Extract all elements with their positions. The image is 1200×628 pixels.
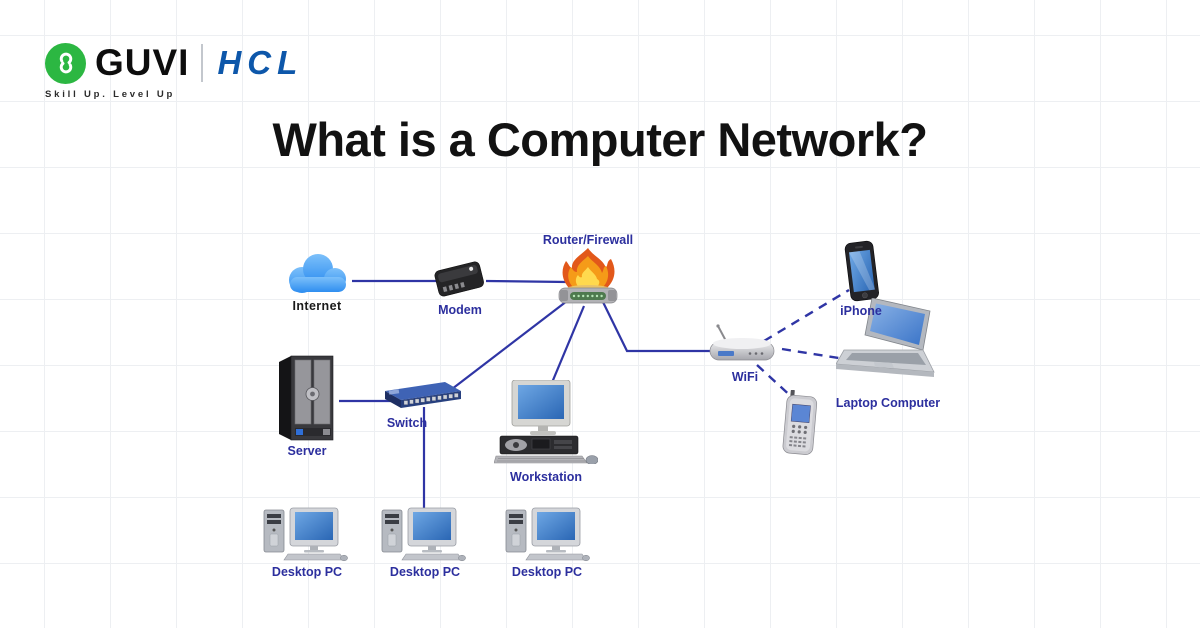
desktop-pc-label-2: Desktop PC (389, 565, 461, 579)
switch-label: Switch (386, 416, 428, 430)
link-router-workstation (549, 305, 586, 386)
iphone-icon (844, 240, 879, 302)
page-title: What is a Computer Network? (272, 113, 928, 166)
wifi-access-point-icon (709, 324, 775, 361)
node-pda (780, 389, 822, 461)
guvi-link-glyph-icon (59, 52, 72, 74)
guvi-logo-icon (45, 42, 86, 84)
modem-label: Modem (438, 303, 482, 317)
node-workstation (493, 379, 599, 469)
firewall-flame-router-icon (558, 248, 618, 304)
node-switch (381, 380, 463, 419)
node-modem (428, 254, 490, 307)
hcl-wordmark: HCL (217, 44, 304, 81)
node-router-firewall (557, 246, 619, 311)
guvi-wordmark: GUVI (95, 42, 190, 83)
node-server (275, 354, 339, 447)
node-internet (278, 250, 356, 305)
desktop-pc-label-3: Desktop PC (511, 565, 583, 579)
server-tower-icon (279, 355, 334, 441)
desktop-pc-icon (381, 507, 466, 562)
workstation-icon (493, 379, 599, 465)
link-modem-router (485, 279, 568, 284)
workstation-label: Workstation (510, 470, 582, 484)
brand-tagline: Skill Up. Level Up (45, 89, 176, 100)
node-desktop-pc-2 (380, 506, 466, 569)
laptop-label: Laptop Computer (835, 396, 941, 410)
router-firewall-label: Router/Firewall (542, 233, 634, 247)
pda-phone-icon (782, 389, 818, 455)
modem-icon (434, 261, 484, 297)
wifi-label: WiFi (731, 370, 759, 384)
internet-label: Internet (292, 299, 342, 313)
node-laptop (835, 297, 938, 399)
iphone-label: iPhone (840, 304, 882, 318)
server-label: Server (287, 444, 327, 458)
brand-header: GUVI HCL Skill Up. Level Up (45, 42, 303, 100)
node-desktop-pc-3 (504, 506, 590, 569)
switch-icon (385, 382, 461, 408)
node-iphone (842, 240, 882, 309)
internet-cloud-icon (289, 254, 346, 293)
laptop-icon (835, 297, 935, 377)
desktop-pc-icon (263, 507, 348, 562)
desktop-pc-label-1: Desktop PC (271, 565, 343, 579)
brand-divider (201, 44, 204, 82)
node-wifi (706, 324, 780, 373)
desktop-pc-icon (505, 507, 590, 562)
node-desktop-pc-1 (262, 506, 348, 569)
